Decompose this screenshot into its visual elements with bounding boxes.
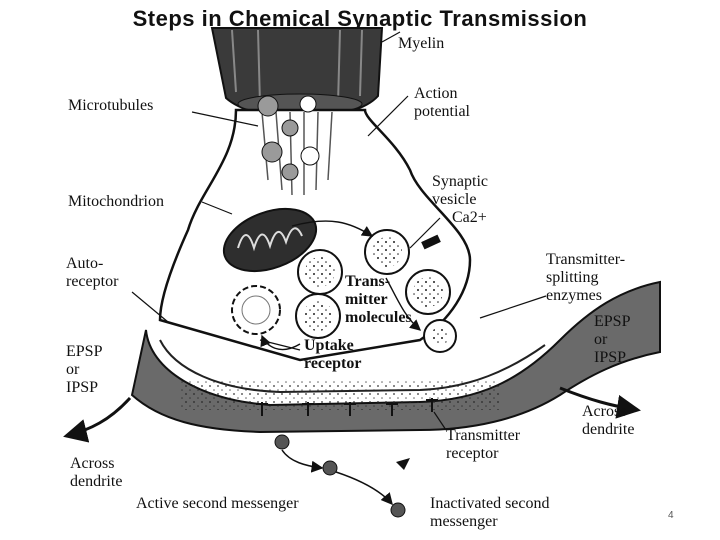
label-epsp-left-1: EPSP xyxy=(66,343,103,360)
label-epsp-right-3: IPSP xyxy=(594,349,627,366)
flow-arrows xyxy=(260,220,422,351)
label-epsp-left-2: or xyxy=(66,361,80,378)
label-epsp-right-1: EPSP xyxy=(594,313,631,330)
label-across-dendrite-right-2: dendrite xyxy=(582,421,635,438)
label-action-potential-1: Action xyxy=(414,85,458,102)
label-splitting-enzymes-3: enzymes xyxy=(546,287,602,304)
mitochondrion xyxy=(222,207,318,273)
slide-title: Steps in Chemical Synaptic Transmission xyxy=(132,6,588,31)
label-synaptic-vesicle-1: Synaptic xyxy=(432,173,488,190)
page-number: 4 xyxy=(668,510,674,521)
myelinated-axon xyxy=(210,27,384,120)
label-uptake-receptor-1: Uptake xyxy=(304,337,354,354)
label-mitochondrion: Mitochondrion xyxy=(68,193,164,210)
transmitter-receptors xyxy=(256,398,438,416)
label-uptake-receptor-2: receptor xyxy=(304,355,362,372)
label-myelin: Myelin xyxy=(398,35,445,52)
label-synaptic-vesicle-2: vesicle xyxy=(432,191,477,208)
label-transmitter-receptor-2: receptor xyxy=(446,445,499,462)
second-messengers xyxy=(274,434,410,518)
leader-lines xyxy=(131,31,547,431)
label-epsp-right-2: or xyxy=(594,331,608,348)
label-across-dendrite-left-2: dendrite xyxy=(70,473,123,490)
label-microtubules: Microtubules xyxy=(68,97,154,114)
label-transmitter-molecules-3: molecules xyxy=(345,309,412,326)
signal-arrows xyxy=(63,386,641,443)
label-epsp-left-3: IPSP xyxy=(66,379,99,396)
label-splitting-enzymes-2: splitting xyxy=(546,269,599,286)
label-inactivated-second-messenger-1: Inactivated second xyxy=(430,495,550,512)
synaptic-vesicles xyxy=(231,229,457,353)
label-autoreceptor-1: Auto- xyxy=(66,255,104,272)
label-action-potential-2: potential xyxy=(414,103,470,120)
label-splitting-enzymes-1: Transmitter- xyxy=(546,251,626,268)
label-inactivated-second-messenger-2: messenger xyxy=(430,513,498,530)
label-across-dendrite-left-1: Across xyxy=(70,455,115,472)
label-transmitter-molecules-2: mitter xyxy=(345,291,388,308)
axon-vesicles xyxy=(257,95,320,181)
label-across-dendrite-right-1: Across xyxy=(582,403,627,420)
label-autoreceptor-2: receptor xyxy=(66,273,119,290)
label-calcium: Ca2+ xyxy=(452,209,487,226)
calcium-channel xyxy=(421,234,441,250)
label-transmitter-molecules-1: Trans- xyxy=(345,273,391,290)
label-transmitter-receptor-1: Transmitter xyxy=(446,427,521,444)
label-active-second-messenger: Active second messenger xyxy=(136,495,299,512)
